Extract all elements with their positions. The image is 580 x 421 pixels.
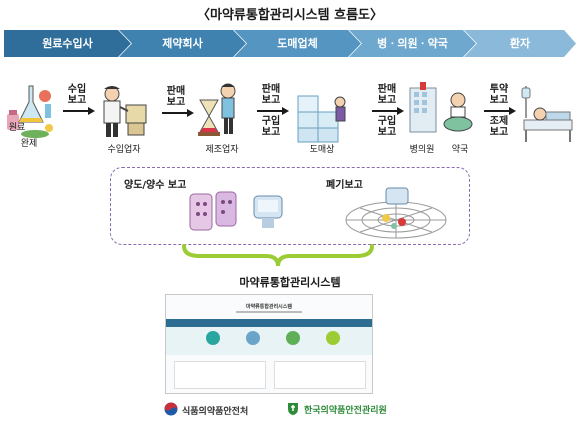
screenshot-panel-right	[274, 361, 366, 389]
hospital-icon	[409, 82, 473, 133]
transfer-illustration	[180, 190, 290, 238]
clinic-pharmacy-illustration	[404, 80, 478, 142]
transfer-disposal-box	[110, 167, 470, 245]
stage-label: 병ㆍ의원ㆍ약국	[377, 37, 448, 50]
sales-report-label: 판매 보고	[166, 86, 186, 108]
diagram-title: 〈마약류통합관리시스템 흐름도〉	[196, 8, 383, 23]
manufacturer-illustration	[194, 82, 244, 142]
flow-arrow	[63, 110, 89, 112]
purchase-report-label: 구입 보고	[261, 116, 281, 138]
kids-logo: 한국의약품안전관리원	[286, 399, 416, 417]
administration-report-label: 투약 보고	[489, 84, 509, 106]
kids-emblem-icon	[288, 403, 298, 415]
kids-logo-text: 한국의약품안전관리원	[304, 406, 387, 416]
stage-hospital: 병ㆍ의원ㆍ약국	[349, 30, 476, 57]
circle-icon	[246, 331, 260, 345]
disposal-illustration	[340, 186, 452, 242]
wholesaler-illustration	[294, 84, 348, 144]
mfds-logo: 식품의약품안전처	[164, 400, 276, 418]
purchase-report-label: 구입 보고	[377, 116, 397, 138]
flow-arrow	[162, 112, 188, 114]
flow-arrow	[372, 110, 398, 112]
disposal-report-label: 폐기보고	[326, 180, 363, 191]
boxes-icon	[297, 95, 346, 143]
mfds-emblem-icon	[164, 402, 178, 416]
stage-label: 환자	[509, 37, 531, 50]
sales-report-label: 판매 보고	[377, 84, 397, 106]
arrow-head-icon	[88, 107, 95, 115]
circle-icon	[206, 331, 220, 345]
stage-importer: 원료수입사	[4, 30, 131, 57]
flow-arrow	[484, 110, 510, 112]
clinic-label: 병의원	[409, 145, 435, 155]
manufacturer-label: 제조업자	[205, 145, 239, 155]
screenshot-subtitle-bar	[236, 311, 302, 313]
circle-icon	[286, 331, 300, 345]
arrow-head-icon	[282, 107, 289, 115]
sales-report-label: 판매 보고	[261, 84, 281, 106]
system-title: 마약류통합관리시스템	[239, 276, 341, 289]
screenshot-hero	[166, 327, 372, 355]
system-screenshot: 마약류통합관리시스템	[165, 294, 373, 394]
mfds-logo-text: 식품의약품안전처	[182, 407, 249, 417]
screenshot-header: 마약류통합관리시스템	[245, 304, 292, 310]
import-report-label: 수입 보고	[67, 84, 87, 106]
importer-label: 수입업자	[107, 145, 141, 155]
raw-label: 원료	[8, 123, 26, 133]
stage-pharma: 제약회사	[119, 30, 246, 57]
transfer-report-label: 양도/양수 보고	[124, 180, 187, 191]
brace-icon	[182, 244, 374, 267]
patient-illustration	[518, 84, 576, 146]
flow-arrow	[257, 110, 283, 112]
web-icon	[345, 187, 447, 239]
flask-icon	[7, 85, 53, 138]
bracket-connector	[180, 244, 376, 268]
stage-label: 제약회사	[162, 37, 203, 50]
exchange-icon	[189, 191, 283, 231]
stage-label: 도매업체	[277, 37, 318, 50]
circle-icon	[326, 331, 340, 345]
pharmacy-label: 약국	[451, 145, 469, 155]
dispensing-report-label: 조제 보고	[489, 116, 509, 138]
raw-material-illustration	[5, 78, 57, 146]
arrow-head-icon	[187, 109, 194, 117]
arrow-head-icon	[509, 107, 516, 115]
arrow-head-icon	[397, 107, 404, 115]
finished-label: 완제	[20, 139, 38, 149]
hourglass-icon	[198, 83, 236, 136]
stage-wholesale: 도매업체	[234, 30, 361, 57]
screenshot-nav-bar	[166, 319, 372, 327]
wholesaler-label: 도매상	[309, 145, 335, 155]
stage-label: 원료수입사	[42, 37, 93, 50]
stage-patient: 환자	[464, 30, 576, 57]
hospital-bed-icon	[521, 86, 573, 142]
worker-icon	[103, 86, 147, 137]
screenshot-panel-left	[174, 361, 266, 389]
importer-illustration	[98, 85, 150, 140]
